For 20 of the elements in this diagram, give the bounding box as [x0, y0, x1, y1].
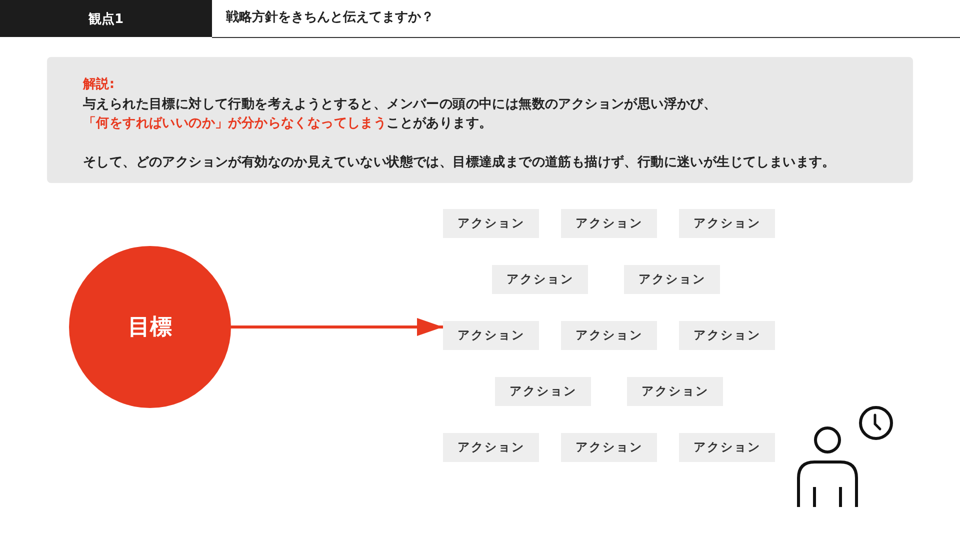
action-box: アクション: [627, 377, 723, 406]
action-box: アクション: [561, 209, 657, 238]
slide-title: 戦略方針をきちんと伝えてますか？: [226, 9, 434, 27]
explanation-heading: 解説:: [83, 76, 115, 94]
action-box: アクション: [561, 321, 657, 350]
goal-label: 目標: [128, 314, 172, 342]
action-box: アクション: [443, 321, 539, 350]
action-box: アクション: [443, 433, 539, 462]
action-box: アクション: [495, 377, 591, 406]
action-box: アクション: [679, 209, 775, 238]
action-box: アクション: [679, 321, 775, 350]
section-tab: 観点1: [0, 0, 212, 37]
explanation-text: そして、どのアクションが有効なのか見えていない状態では、目標達成までの道筋も描けず、行動に迷いが生じてしまいます。: [83, 154, 836, 172]
action-box: アクション: [561, 433, 657, 462]
action-box: アクション: [443, 209, 539, 238]
explanation-text: 与えられた目標に対して行動を考えようとすると、メンバーの頭の中には無数のアクションが思い浮かび、「何をすればいいのか」が分からなくなってしまうことがあります。: [83, 96, 718, 133]
arrow: [231, 318, 443, 336]
action-box: アクション: [679, 433, 775, 462]
action-box: アクション: [492, 265, 588, 294]
action-box: アクション: [624, 265, 720, 294]
